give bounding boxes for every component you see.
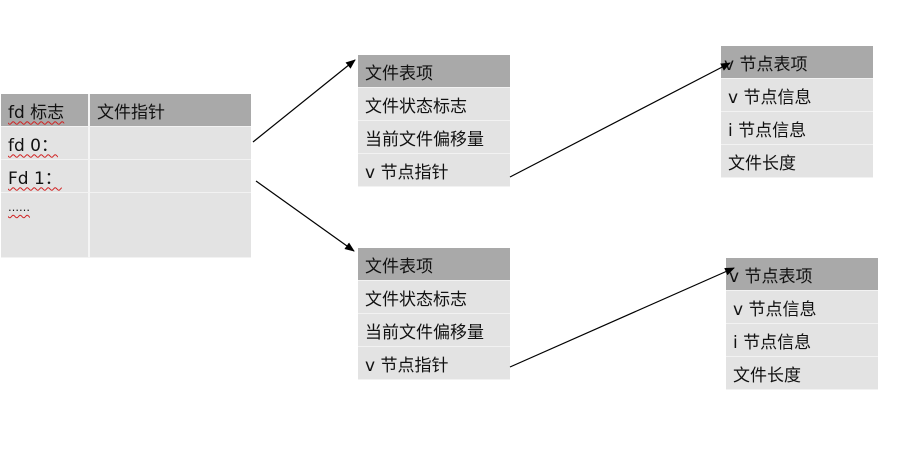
file-table-2-title: 文件表项 (358, 248, 510, 281)
fd-table-header: fd 标志 文件指针 (1, 94, 251, 127)
file-table-1-vnode-pointer: v 节点指针 (358, 154, 510, 187)
file-table-1-title: 文件表项 (358, 55, 510, 88)
fd-row-more-text: …… (8, 201, 30, 214)
vnode-table-2-vnode-info: v 节点信息 (726, 291, 878, 324)
fd-header-flag-label: fd 标志 (8, 102, 65, 123)
fd-row-1: Fd 1： (1, 160, 251, 193)
file-table-2-vnode-pointer: v 节点指针 (358, 347, 510, 380)
file-table-2-offset: 当前文件偏移量 (358, 314, 510, 347)
fd-row-more-label: …… (1, 193, 90, 258)
file-table-entry-1: 文件表项 文件状态标志 当前文件偏移量 v 节点指针 (358, 55, 510, 187)
arrow-fd1-to-file-table-2 (255, 180, 355, 252)
fd-row-1-pointer (90, 160, 251, 193)
vnode-table-2-inode-info: i 节点信息 (726, 324, 878, 357)
fd-table: fd 标志 文件指针 fd 0： Fd 1： …… (1, 94, 251, 258)
fd-row-1-text: Fd 1： (8, 168, 62, 189)
file-table-entry-2: 文件表项 文件状态标志 当前文件偏移量 v 节点指针 (358, 248, 510, 380)
vnode-table-2-file-length: 文件长度 (726, 357, 878, 390)
vnode-table-1-file-length: 文件长度 (721, 145, 873, 178)
vnode-table-1-title: v 节点表项 (721, 46, 873, 79)
arrow-file-table-1-to-vnode-1 (509, 62, 731, 178)
fd-row-more: …… (1, 193, 251, 258)
file-table-1-status-flags: 文件状态标志 (358, 88, 510, 121)
fd-row-0-label: fd 0： (1, 127, 90, 160)
fd-row-0-pointer (90, 127, 251, 160)
file-table-1-offset: 当前文件偏移量 (358, 121, 510, 154)
fd-row-more-pointer (90, 193, 251, 258)
fd-header-pointer: 文件指针 (90, 94, 251, 127)
vnode-table-1-inode-info: i 节点信息 (721, 112, 873, 145)
vnode-table-2-title: v 节点表项 (726, 258, 878, 291)
file-table-2-status-flags: 文件状态标志 (358, 281, 510, 314)
vnode-table-entry-1: v 节点表项 v 节点信息 i 节点信息 文件长度 (721, 46, 873, 178)
arrow-file-table-2-to-vnode-2 (509, 267, 735, 368)
vnode-table-1-vnode-info: v 节点信息 (721, 79, 873, 112)
fd-header-flag: fd 标志 (1, 94, 90, 127)
arrow-fd0-to-file-table-1 (252, 59, 356, 143)
fd-row-0: fd 0： (1, 127, 251, 160)
fd-row-1-label: Fd 1： (1, 160, 90, 193)
fd-row-0-text: fd 0： (8, 135, 58, 156)
vnode-table-entry-2: v 节点表项 v 节点信息 i 节点信息 文件长度 (726, 258, 878, 390)
